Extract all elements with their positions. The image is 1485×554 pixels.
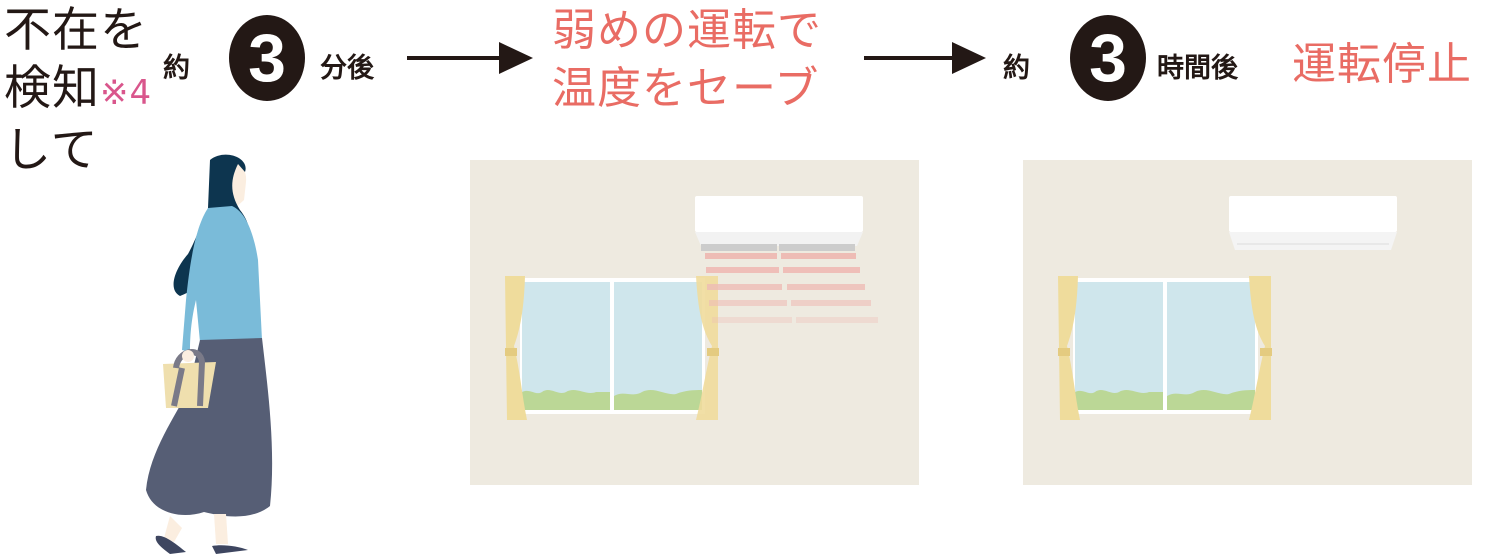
airflow-lines: [705, 253, 878, 323]
absence-detected-label: 不在を 検知※4 して: [4, 2, 152, 180]
hours-later-label: 時間後: [1157, 53, 1238, 84]
arrow-right-icon: [407, 56, 503, 60]
about-label-2: 約: [1003, 53, 1030, 84]
about-label-1: 約: [163, 53, 190, 84]
arrow-head-icon: [952, 42, 986, 74]
arrow-right-icon: [864, 56, 956, 60]
room-scene-stopped: [1023, 160, 1472, 485]
room-illustration: [1058, 196, 1397, 420]
operation-stop-label: 運転停止: [1292, 39, 1472, 90]
walking-woman-illustration: [146, 154, 273, 554]
room-scene-weak-mode: [470, 160, 919, 485]
arrow-head-icon: [499, 42, 533, 74]
footnote-mark: ※4: [100, 73, 153, 113]
step3-line1: 弱めの運転で: [552, 5, 822, 56]
step1-line1: 不在を: [4, 3, 148, 58]
step3-line2: 温度をセーブ: [552, 63, 820, 114]
weak-operation-label: 弱めの運転で 温度をセーブ: [552, 2, 822, 118]
number-badge-hours: 3: [1070, 15, 1146, 101]
step1-line2: 検知※4: [4, 61, 153, 116]
minutes-later-label: 分後: [320, 53, 374, 84]
room-illustration: [505, 196, 878, 420]
number-badge-minutes: 3: [229, 15, 305, 101]
step1-line3: して: [4, 123, 99, 178]
